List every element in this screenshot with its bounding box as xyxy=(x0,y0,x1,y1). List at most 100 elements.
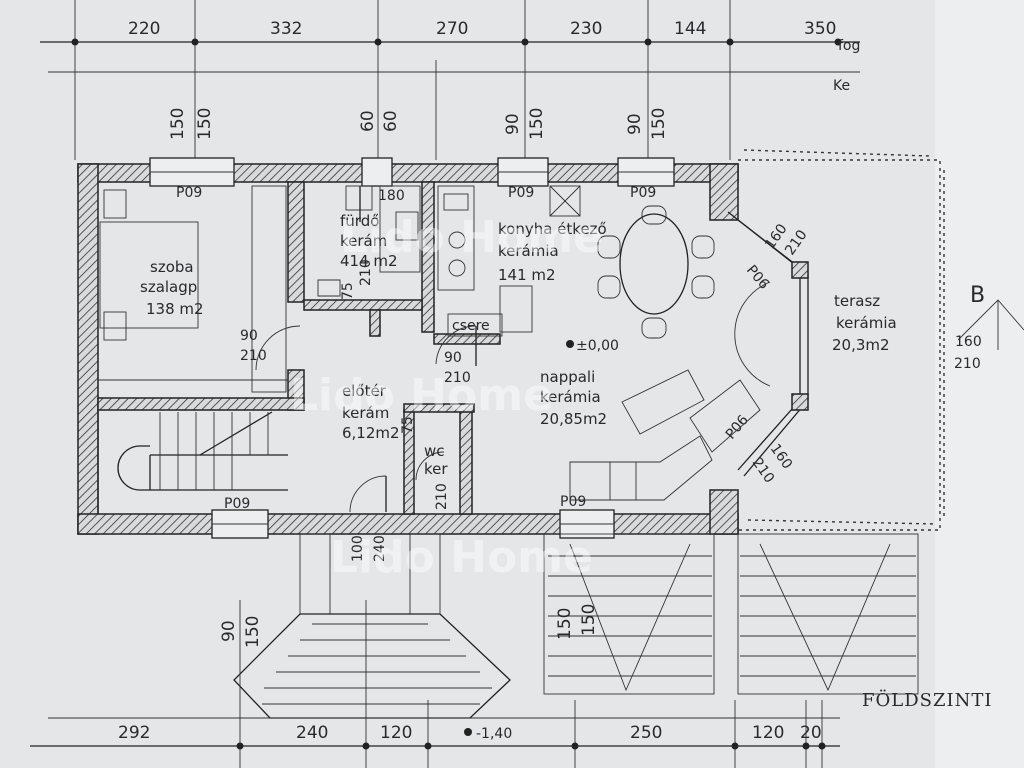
top-dim-3: 270 xyxy=(436,19,468,39)
door-right-h: 210 xyxy=(954,356,981,372)
room-szoba-area: 138 m2 xyxy=(146,300,204,318)
window-label-1: P09 xyxy=(176,185,202,201)
level-floor: ±0,00 xyxy=(566,338,619,354)
room-nappali-sub: kerámia xyxy=(540,388,601,406)
uvd-3b: 150 xyxy=(527,108,547,140)
terrace-paving xyxy=(543,533,919,695)
uvd-2b: 60 xyxy=(381,110,401,132)
bottom-dim-1: 292 xyxy=(118,723,150,743)
top-right-fragment-1: fog xyxy=(838,38,860,54)
room-konyha: konyha étkező kerámia 141 m2 xyxy=(498,220,607,284)
top-dim-5: 144 xyxy=(674,19,706,39)
room-terasz: terasz kerámia 20,3m2 xyxy=(832,292,897,354)
room-nappali-area: 20,85m2 xyxy=(540,410,607,428)
room-furdo-name: fürdő xyxy=(340,212,379,230)
bottom-dim-4: 250 xyxy=(630,723,662,743)
door-eloter-w: 90 xyxy=(444,350,462,366)
room-konyha-name: konyha étkező xyxy=(498,220,607,238)
lvd-1b: 150 xyxy=(243,616,263,648)
top-dim-2: 332 xyxy=(270,19,302,39)
lvd-2a: 150 xyxy=(555,608,575,640)
window-label-2: P09 xyxy=(508,185,534,201)
section-marker-letter: B xyxy=(970,283,985,308)
dining-table xyxy=(597,205,715,339)
interior-walls xyxy=(97,181,501,515)
room-konyha-sub: kerámia xyxy=(498,242,559,260)
terrace-outline xyxy=(727,149,945,531)
lvd-1a: 90 xyxy=(219,620,239,642)
room-eloter: előtér kerám 6,12m2 xyxy=(342,382,400,442)
room-furdo-sub: kerám xyxy=(340,232,387,250)
watermark-1: Lido Home xyxy=(340,212,603,263)
door-swings xyxy=(255,186,477,513)
cserep-label: csere xyxy=(452,318,490,334)
window-label-4: P09 xyxy=(224,496,250,512)
section-marker: B xyxy=(957,283,1024,350)
room-szoba-sub: szalagp xyxy=(140,278,197,296)
drawing-title: FÖLDSZINTI xyxy=(862,688,992,711)
bottom-dim-5: 120 xyxy=(752,723,784,743)
room-eloter-area: 6,12m2 xyxy=(342,424,400,442)
room-nappali: nappali kerámia 20,85m2 xyxy=(540,368,607,428)
room-furdo-area: 414 m2 xyxy=(340,252,398,270)
room-furdo: fürdő kerám 414 m2 xyxy=(340,212,398,270)
top-dim-1: 220 xyxy=(128,19,160,39)
room-terasz-name: terasz xyxy=(834,292,880,310)
lower-vertical-dimensions: 90 150 150 150 xyxy=(219,604,599,648)
room-nappali-name: nappali xyxy=(540,368,595,386)
top-dim-6: 350 xyxy=(804,19,836,39)
room-wc: wc ker xyxy=(424,442,448,478)
bathroom-fixtures xyxy=(317,185,421,297)
door-furdo-side-w: 75 xyxy=(340,282,356,300)
bedroom-furniture xyxy=(98,185,288,393)
uvd-4b: 150 xyxy=(649,108,669,140)
door-entry-w: 100 xyxy=(350,535,366,562)
door-szoba-w: 90 xyxy=(240,328,258,344)
room-terasz-sub: kerámia xyxy=(836,314,897,332)
uvd-2a: 60 xyxy=(358,110,378,132)
bottom-dim-6: 20 xyxy=(800,723,822,743)
room-szoba: szoba szalagp 138 m2 xyxy=(140,258,204,318)
window-label-5: P09 xyxy=(560,494,586,510)
watermark-3: Lido Home xyxy=(330,532,593,583)
door-entry-h: 240 xyxy=(372,535,388,562)
door-furdo-side-h: 210 xyxy=(358,259,374,286)
top-dim-4: 230 xyxy=(570,19,602,39)
lvd-2b: 150 xyxy=(579,604,599,636)
upper-vertical-dimensions: 150 150 60 60 90 150 90 150 xyxy=(168,108,669,140)
room-eloter-name: előtér xyxy=(342,382,387,400)
bottom-dim-2: 240 xyxy=(296,723,328,743)
uvd-3a: 90 xyxy=(503,113,523,135)
kitchen-counters xyxy=(437,185,581,337)
bottom-dim-3: 120 xyxy=(380,723,412,743)
door-eloter-h: 210 xyxy=(444,370,471,386)
level-outside-text: -1,40 xyxy=(476,726,512,742)
room-eloter-sub: kerám xyxy=(342,404,389,422)
living-furniture xyxy=(569,369,761,501)
door-wc-h: 210 xyxy=(434,483,450,510)
top-dimension-line: 220 332 270 230 144 350 fog Ke xyxy=(40,0,860,160)
watermark-2: Lido Home xyxy=(290,370,553,421)
room-szoba-name: szoba xyxy=(150,258,194,276)
staircase xyxy=(97,410,288,514)
door-szoba-h: 210 xyxy=(240,348,267,364)
bottom-dimension-line: 292 240 120 250 120 20 xyxy=(30,600,840,768)
window-label-3: P09 xyxy=(630,185,656,201)
door-furdo-top: 180 xyxy=(378,188,405,204)
paper-right-sheet xyxy=(935,0,1024,768)
uvd-1a: 150 xyxy=(168,108,188,140)
level-floor-text: ±0,00 xyxy=(576,338,619,354)
door-right-w: 160 xyxy=(955,334,982,350)
top-right-fragment-2: Ke xyxy=(833,78,850,94)
uvd-4a: 90 xyxy=(625,113,645,135)
room-terasz-area: 20,3m2 xyxy=(832,336,890,354)
entry-steps xyxy=(233,533,511,719)
room-konyha-area: 141 m2 xyxy=(498,266,556,284)
room-wc-sub: ker xyxy=(424,460,448,478)
room-wc-name: wc xyxy=(424,442,445,460)
door-wc-w: 75 xyxy=(400,416,416,434)
uvd-1b: 150 xyxy=(195,108,215,140)
level-outside: -1,40 xyxy=(464,726,512,742)
